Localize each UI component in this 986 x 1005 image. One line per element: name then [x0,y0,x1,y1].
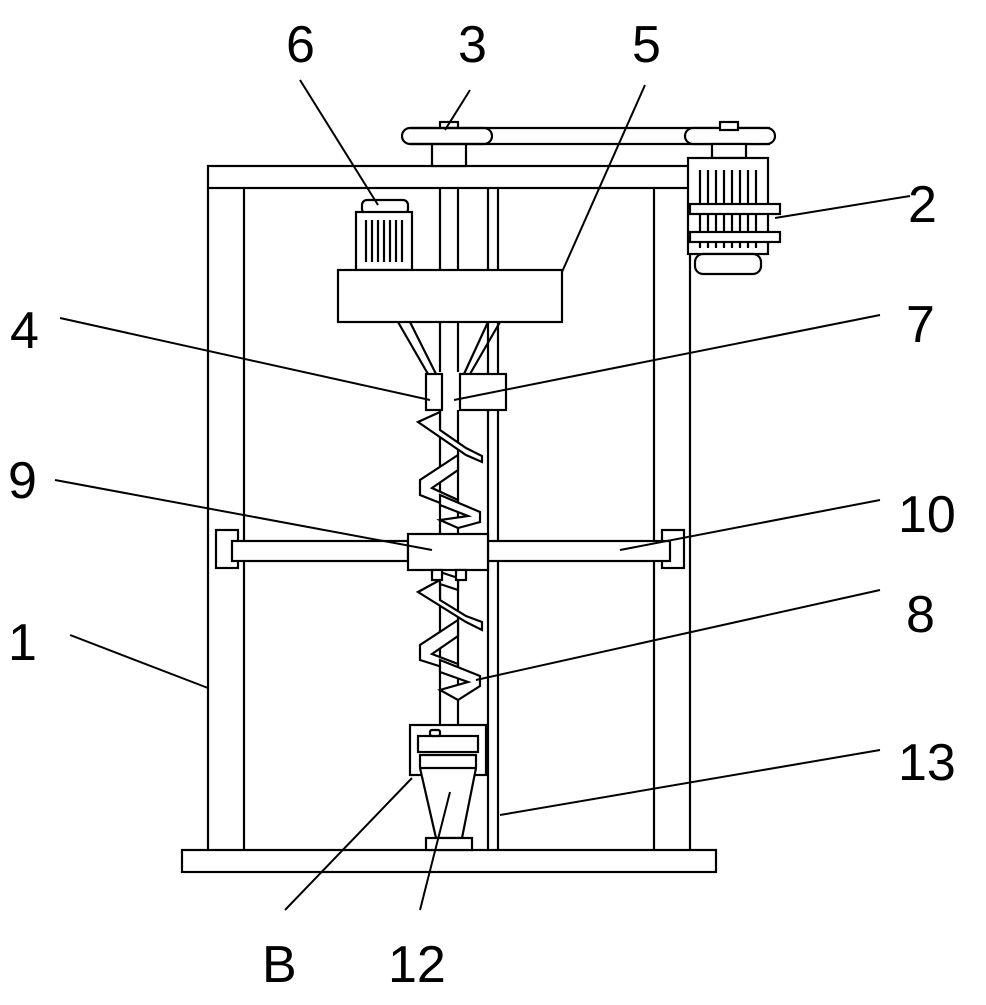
label-4: 4 [10,302,39,360]
label-7: 7 [906,296,935,354]
slider-tabs [430,568,468,582]
label-3: 3 [458,16,487,74]
label-B: B [262,936,297,994]
label-2: 2 [908,176,937,234]
label-8: 8 [906,586,935,644]
drive-motor [683,120,782,276]
small-motor [354,198,414,272]
label-1: 1 [8,614,37,672]
label-5: 5 [632,16,661,74]
support-struts [397,321,501,375]
leader-lines [54,79,911,911]
coupling-blocks [424,372,508,412]
housing-box [336,268,564,324]
label-12: 12 [388,936,446,994]
label-10: 10 [898,486,956,544]
label-6: 6 [286,16,315,74]
slider-block [406,532,490,572]
base-plate [180,848,718,874]
crossbar [214,528,686,570]
spiral-blade [415,410,484,702]
label-13: 13 [898,734,956,792]
label-9: 9 [8,452,37,510]
